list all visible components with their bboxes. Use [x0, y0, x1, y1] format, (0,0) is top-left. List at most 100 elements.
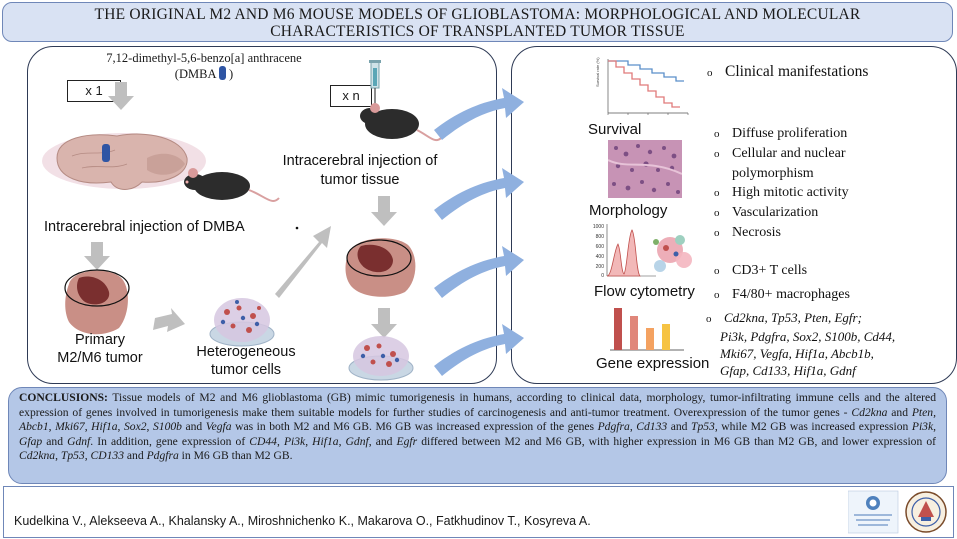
gene-line: Mki67, Vegfa, Hif1a, Abcb1b,: [720, 346, 874, 361]
gene-name: Mki67: [55, 420, 85, 434]
conclusion-text: and: [42, 434, 68, 448]
morph-item: Vascularization: [732, 205, 819, 220]
institute-logo-icon: [848, 490, 899, 534]
x1-box: x 1: [67, 80, 121, 102]
gene-name: Pi3k: [911, 420, 934, 434]
institution-logos: [848, 490, 947, 534]
morph-item: Necrosis: [732, 225, 781, 240]
conclusion-text: and: [887, 405, 912, 419]
gene-name: Abcb1: [19, 420, 49, 434]
gene-line: Pi3k, Pdgfra, Sox2, S100b, Cd44,: [720, 329, 896, 344]
hetero-label-line-2: tumor cells: [210, 362, 282, 378]
gene-expression-label: Gene expression: [596, 355, 710, 372]
down-arrow-icon-2: [84, 242, 110, 270]
morph-item: polymorphism: [732, 166, 814, 181]
conclusion-text: , while M2 GB was increased expression: [714, 420, 912, 434]
cell-dish-icon-2: [348, 336, 414, 381]
gene-list: o Cd2kna, Tp53, Pten, Egfr; Pi3k, Pdgfra,…: [706, 309, 895, 379]
university-emblem-icon: [905, 491, 947, 533]
conclusion-text: ,: [84, 449, 91, 463]
gene-name: Pdgfra: [597, 420, 630, 434]
vial-icon: [218, 66, 226, 80]
primary-label-line-1: Primary: [75, 332, 125, 348]
primary-tumor-label: Primary M2/M6 tumor: [40, 331, 160, 367]
gene-name: Tp53: [691, 420, 715, 434]
conclusion-text: , and: [368, 434, 397, 448]
flow-tick: 0: [601, 273, 604, 279]
conclusion-text: ,: [305, 434, 313, 448]
gene-name: Gdnf: [67, 434, 91, 448]
title-line-1: THE ORIGINAL M2 AND M6 MOUSE MODELS OF G…: [94, 6, 861, 23]
gene-name: Hif1a: [312, 434, 339, 448]
mouse-icon-2: [360, 103, 442, 142]
right-arrow-icon: [153, 308, 185, 332]
conclusion-text: ,: [117, 420, 124, 434]
hetero-label-line-1: Heterogeneous: [196, 344, 296, 360]
clinical-text: Clinical manifestations: [725, 63, 869, 80]
conclusion-text: in M6 GB than M2 GB.: [178, 449, 293, 463]
conclusion-text: ,: [84, 420, 92, 434]
transition-arrows: [434, 88, 524, 376]
tumor-injection-line-2: tumor tissue: [320, 172, 400, 188]
gene-name: Tp53: [60, 449, 85, 463]
morph-item: Cellular and nuclear: [732, 146, 846, 161]
flow-tick: 400: [596, 254, 605, 260]
down-arrow-icon-4: [371, 308, 397, 338]
gene-name: Sox2: [123, 420, 147, 434]
primary-label-line-2: M2/M6 tumor: [57, 350, 143, 366]
bullet-icon: o: [714, 227, 720, 239]
syringe-icon: [369, 60, 381, 106]
survival-curve-blue: [608, 60, 684, 82]
gene-name: Gdnf: [345, 434, 369, 448]
morphology-label: Morphology: [589, 202, 668, 219]
flow-histogram: [606, 229, 641, 277]
down-arrow-icon-3: [371, 196, 397, 226]
gene-name: Egfr: [396, 434, 418, 448]
blue-arrow-icon: [434, 324, 524, 376]
survival-chart: Survival rate (%): [595, 57, 689, 115]
dmba-vial-icon: [102, 144, 110, 162]
conclusion-text: and: [667, 420, 691, 434]
conclusion-text: ,: [338, 434, 346, 448]
conclusion-text: ,: [276, 434, 284, 448]
cell-dish-icon: [209, 298, 275, 347]
gene-name: Cd2kna: [19, 449, 56, 463]
conclusion-text: differed between M2 and M6 GB, with high…: [417, 434, 937, 448]
bullet-icon: o: [706, 313, 712, 325]
gene-name: Pten,: [911, 405, 936, 419]
gene-name: Cd133: [636, 420, 668, 434]
gene-line: Cd2kna, Tp53, Pten, Egfr;: [724, 310, 862, 325]
tumor-injection-label: Intracerebral injection of tumor tissue: [265, 152, 455, 190]
transplanted-tumor-icon: [345, 238, 416, 297]
gene-name: CD44: [249, 434, 277, 448]
down-arrow-icon: [108, 82, 134, 110]
gene-name: Pdgfra: [146, 449, 179, 463]
conclusion-text: Tissue models of M2 and M6 glioblastoma …: [19, 391, 936, 419]
gene-expression-chart: [610, 308, 684, 351]
flow-cytometry-label: Flow cytometry: [594, 283, 695, 300]
gene-bar: [614, 308, 622, 350]
conclusion-text: and: [124, 449, 147, 463]
hetero-cells-label: Heterogeneous tumor cells: [186, 343, 306, 379]
blue-arrow-icon: [434, 88, 524, 140]
dmba-injection-label: Intracerebral injection of DMBA: [44, 219, 245, 235]
flow-tick: 800: [596, 234, 605, 240]
authors-line: Kudelkina V., Alekseeva A., Khalansky A.…: [14, 514, 591, 528]
gene-name: Pi3k: [283, 434, 306, 448]
conclusion-text: ,: [933, 420, 937, 434]
workflow-illustration: [42, 60, 442, 381]
conclusion-text: ,: [146, 420, 153, 434]
gene-name: S100b: [152, 420, 182, 434]
survival-y-label: Survival rate (%): [595, 57, 600, 87]
gene-name: CD133: [90, 449, 125, 463]
histology-image: [608, 140, 682, 198]
gene-bar: [662, 324, 670, 350]
gene-name: Hif1a: [91, 420, 118, 434]
mouse-icon: [184, 168, 280, 202]
conclusion-label: CONCLUSIONS:: [19, 391, 108, 404]
flow-tick: 1000: [593, 224, 604, 230]
gene-name: Vegfa: [205, 420, 232, 434]
blue-arrow-icon: [434, 246, 524, 298]
bullet-icon: o: [714, 265, 720, 277]
